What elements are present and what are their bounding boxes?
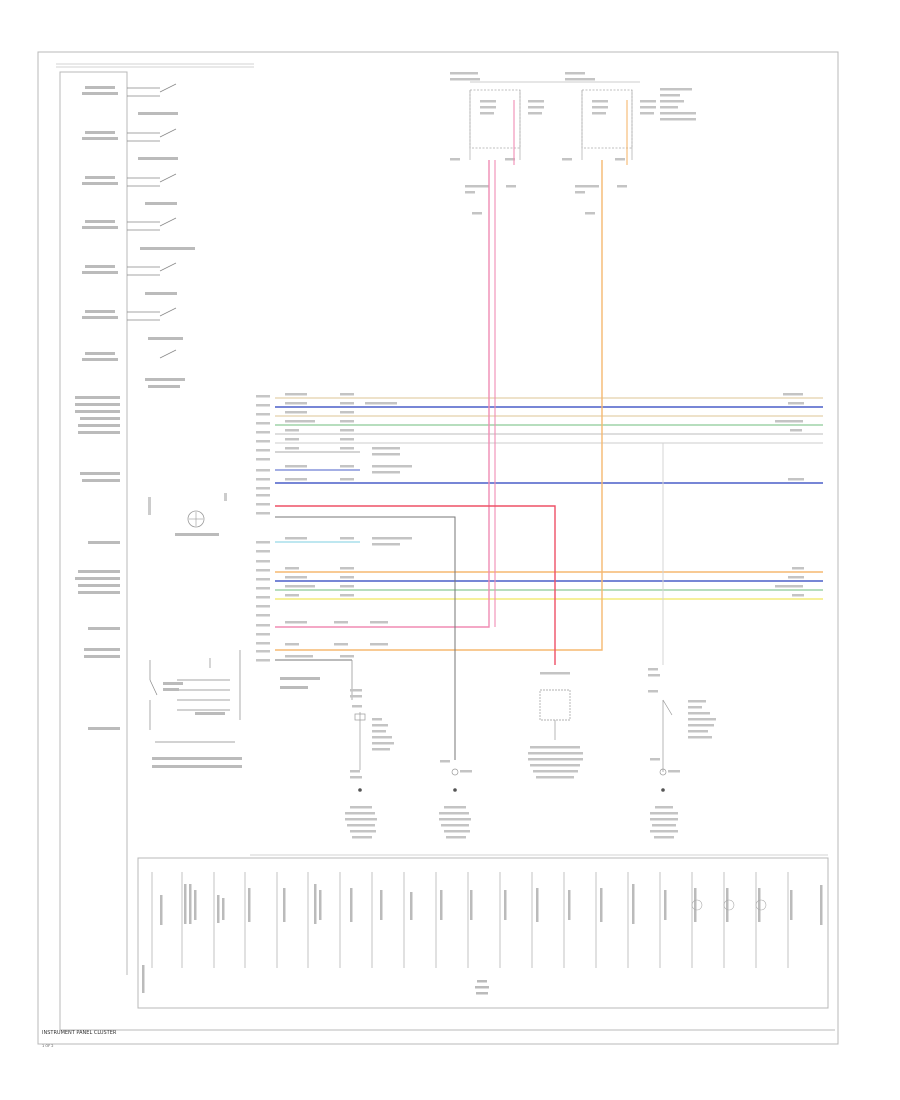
top-relay-left xyxy=(469,89,521,160)
left-indicator-text xyxy=(75,86,195,730)
cluster-box-left xyxy=(59,71,128,1030)
left-indicator-stack xyxy=(127,83,177,359)
horizontal-wires xyxy=(275,397,823,600)
ipc-module-box xyxy=(137,857,829,1009)
ipc-module-vertical-text xyxy=(142,884,823,993)
ipc-module-pin-row xyxy=(151,872,789,968)
top-relay-text xyxy=(450,72,696,215)
hazard-switch-text xyxy=(152,677,320,768)
connector-pin-labels xyxy=(256,395,270,662)
top-relay-right xyxy=(581,89,633,160)
orange-wire-run xyxy=(275,160,603,651)
ipc-module-caption xyxy=(475,980,489,995)
ground-symbols xyxy=(358,788,665,792)
hazard-switch-group xyxy=(149,650,241,743)
lower-components xyxy=(354,689,673,776)
pink-wire-run xyxy=(275,160,490,628)
ipc-lamp-symbols xyxy=(691,899,767,911)
outer-frame xyxy=(37,51,839,1045)
illumination-symbol xyxy=(148,493,227,536)
footer-page: 1 OF 2 xyxy=(42,1044,53,1048)
wire-labels xyxy=(285,393,804,658)
lower-components-text xyxy=(345,668,716,839)
footer-title: INSTRUMENT PANEL CLUSTER xyxy=(42,1030,117,1036)
short-wires xyxy=(275,451,360,661)
gray-wire-run xyxy=(275,516,456,760)
red-wire-run xyxy=(275,505,556,665)
